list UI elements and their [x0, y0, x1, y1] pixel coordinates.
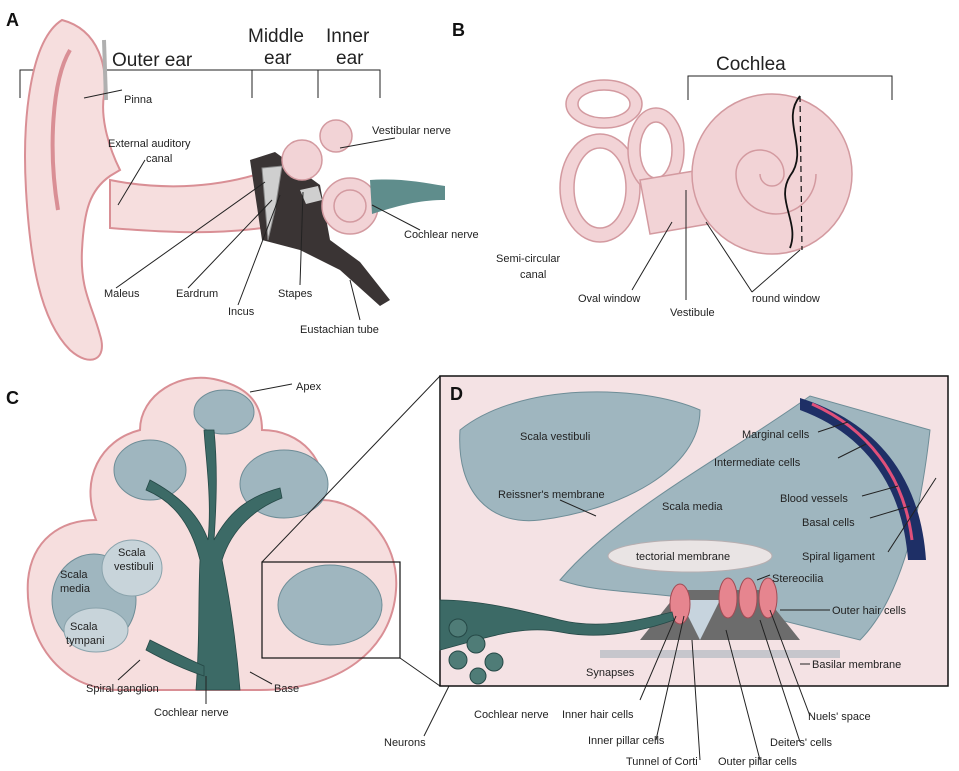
label-scala-tympani-1: Scala [70, 621, 98, 633]
label-eustachian-tube: Eustachian tube [300, 324, 379, 336]
label-inner-ear-1: Inner [326, 26, 370, 47]
label-inner-ear-2: ear [336, 48, 364, 69]
label-basal-cells: Basal cells [802, 517, 855, 529]
label-outer-hair-cells: Outer hair cells [832, 605, 906, 617]
label-stapes: Stapes [278, 288, 313, 300]
label-middle-ear-1: Middle [248, 26, 304, 47]
label-intermediate-cells: Intermediate cells [714, 457, 801, 469]
panel-d: D Scala vestibuli Marginal cells Interme… [440, 376, 948, 760]
label-semicircular-1: Semi-circular [496, 253, 561, 265]
label-pinna: Pinna [124, 94, 153, 106]
label-scala-tympani-2: tympani [66, 635, 105, 647]
label-maleus: Maleus [104, 288, 140, 300]
pinna-cartilage [104, 40, 106, 100]
panel-a: A Outer ear Middle ear Inner ear Pinna E… [6, 10, 479, 360]
label-eardrum: Eardrum [176, 288, 218, 300]
label-scala-media-2: media [60, 583, 91, 595]
panel-b-letter: B [452, 20, 465, 40]
inner-ear-detail-shape [560, 80, 852, 254]
label-base: Base [274, 683, 299, 695]
label-marginal-cells: Marginal cells [742, 429, 810, 441]
label-neurons: Neurons [384, 737, 426, 749]
label-outer-pillar-cells: Outer pillar cells [718, 756, 797, 768]
panel-b: B Cochlea Semi-circular canal Oval windo… [452, 20, 892, 319]
label-external-canal-1: External auditory [108, 138, 191, 150]
label-tunnel-of-corti: Tunnel of Corti [626, 756, 698, 768]
label-semicircular-2: canal [520, 269, 546, 281]
nerve-bundle [370, 179, 445, 214]
label-external-canal-2: canal [146, 153, 172, 165]
label-middle-ear-2: ear [264, 48, 292, 69]
panel-a-letter: A [6, 10, 19, 30]
label-spiral-ganglion: Spiral ganglion [86, 683, 159, 695]
label-oval-window: Oval window [578, 293, 640, 305]
external-canal-shape [110, 175, 262, 232]
label-cochlear-nerve-d: Cochlear nerve [474, 709, 549, 721]
label-outer-ear: Outer ear [112, 50, 193, 71]
label-reissners-membrane: Reissner's membrane [498, 489, 605, 501]
label-cochlea: Cochlea [716, 54, 786, 75]
label-inner-hair-cells: Inner hair cells [562, 709, 634, 721]
panel-d-letter: D [450, 384, 463, 404]
label-scala-vestibuli-2: vestibuli [114, 561, 154, 573]
label-scala-vestibuli-d: Scala vestibuli [520, 431, 590, 443]
label-spiral-ligament: Spiral ligament [802, 551, 875, 563]
label-vestibular-nerve: Vestibular nerve [372, 125, 451, 137]
label-synapses: Synapses [586, 667, 635, 679]
label-scala-media-1: Scala [60, 569, 88, 581]
label-tectorial-membrane: tectorial membrane [636, 551, 730, 563]
label-stereocilia: Stereocilia [772, 573, 824, 585]
label-basilar-membrane: Basilar membrane [812, 659, 901, 671]
outer-hair-cell-1 [719, 578, 737, 618]
label-apex: Apex [296, 381, 322, 393]
label-scala-media-d: Scala media [662, 501, 723, 513]
label-cochlear-nerve-a: Cochlear nerve [404, 229, 479, 241]
label-nuels-space: Nuels' space [808, 711, 871, 723]
panel-c-letter: C [6, 388, 19, 408]
label-inner-pillar-cells: Inner pillar cells [588, 735, 665, 747]
label-deiters-cells: Deiters' cells [770, 737, 833, 749]
label-scala-vestibuli-1: Scala [118, 547, 146, 559]
label-vestibule: Vestibule [670, 307, 715, 319]
label-incus: Incus [228, 306, 255, 318]
outer-hair-cell-2 [739, 578, 757, 618]
basilar-membrane-shape [600, 650, 840, 658]
panel-c: C Apex Scala media Scala vestibuli Scala… [6, 376, 452, 749]
label-round-window: round window [752, 293, 820, 305]
label-cochlear-nerve-c: Cochlear nerve [154, 707, 229, 719]
label-blood-vessels: Blood vessels [780, 493, 848, 505]
